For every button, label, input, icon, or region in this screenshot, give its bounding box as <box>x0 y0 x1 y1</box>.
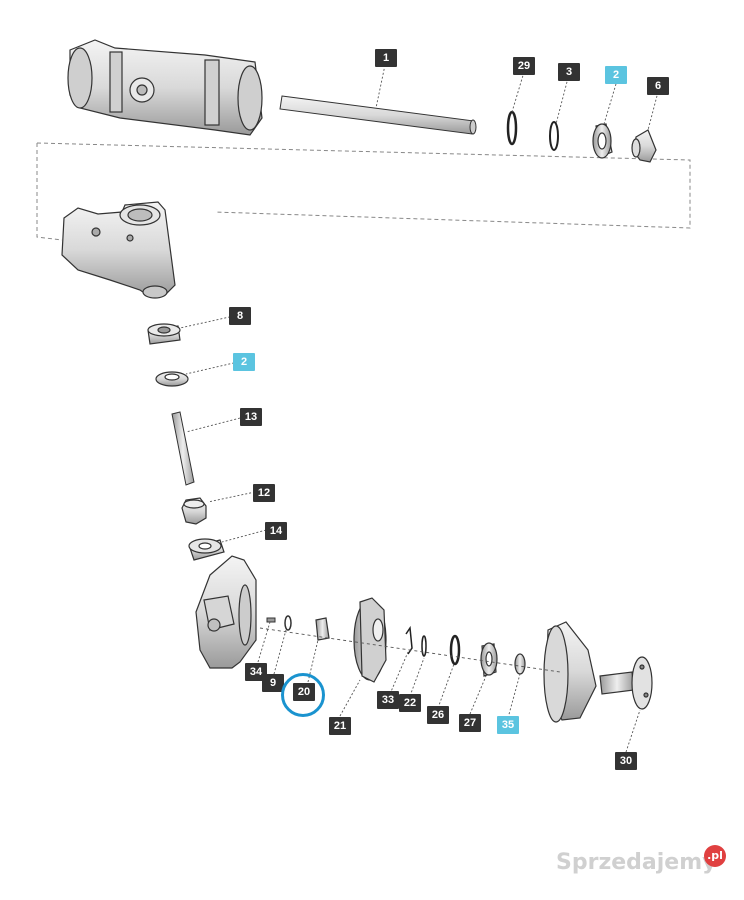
bearing-part-14 <box>188 538 225 561</box>
lower-housing <box>195 555 257 669</box>
callout-13: 13 <box>240 408 262 426</box>
circlip-part-29 <box>506 110 518 146</box>
callout-2-middle: 2 <box>233 353 255 371</box>
bolt-part-34 <box>266 617 276 623</box>
callout-33: 33 <box>377 691 399 709</box>
callout-8: 8 <box>229 307 251 325</box>
highlight-ring-part-20 <box>281 673 325 717</box>
callout-2-top: 2 <box>605 66 627 84</box>
callout-6: 6 <box>647 77 669 95</box>
hub-part-30 <box>543 621 653 723</box>
watermark-badge: .pl <box>704 845 726 867</box>
callout-30: 30 <box>615 752 637 770</box>
ring-part-22 <box>421 635 427 657</box>
callout-12: 12 <box>253 484 275 502</box>
axle-housing <box>67 39 263 136</box>
gear-part-12 <box>181 497 207 525</box>
callout-21: 21 <box>329 717 351 735</box>
callout-14: 14 <box>265 522 287 540</box>
bushing-part-8 <box>147 323 181 345</box>
callout-29: 29 <box>513 57 535 75</box>
gear-part-21 <box>353 597 387 683</box>
bearing-part-2-middle <box>155 371 189 387</box>
pin-part-20 <box>315 617 330 641</box>
clip-part-33 <box>405 625 413 655</box>
shaft-part-13 <box>171 411 195 486</box>
leader-lines <box>179 64 659 753</box>
callout-27: 27 <box>459 714 481 732</box>
callout-1: 1 <box>375 49 397 67</box>
dashed-frame <box>36 142 691 241</box>
bearing-part-2-top <box>592 123 613 159</box>
shaft-part-1 <box>279 95 477 135</box>
seal-part-35 <box>514 653 526 675</box>
callout-34: 34 <box>245 663 267 681</box>
callout-35: 35 <box>497 716 519 734</box>
callout-26: 26 <box>427 706 449 724</box>
callout-3: 3 <box>558 63 580 81</box>
circlip-part-26 <box>449 634 461 666</box>
washer-part-9 <box>284 615 292 631</box>
final-drive-housing <box>61 201 176 299</box>
cap-part-6 <box>631 129 657 163</box>
ring-part-3 <box>549 121 559 151</box>
callout-9: 9 <box>262 674 284 692</box>
watermark-brand: Sprzedajemy <box>556 850 717 875</box>
callout-22: 22 <box>399 694 421 712</box>
bearing-part-27 <box>480 642 498 677</box>
